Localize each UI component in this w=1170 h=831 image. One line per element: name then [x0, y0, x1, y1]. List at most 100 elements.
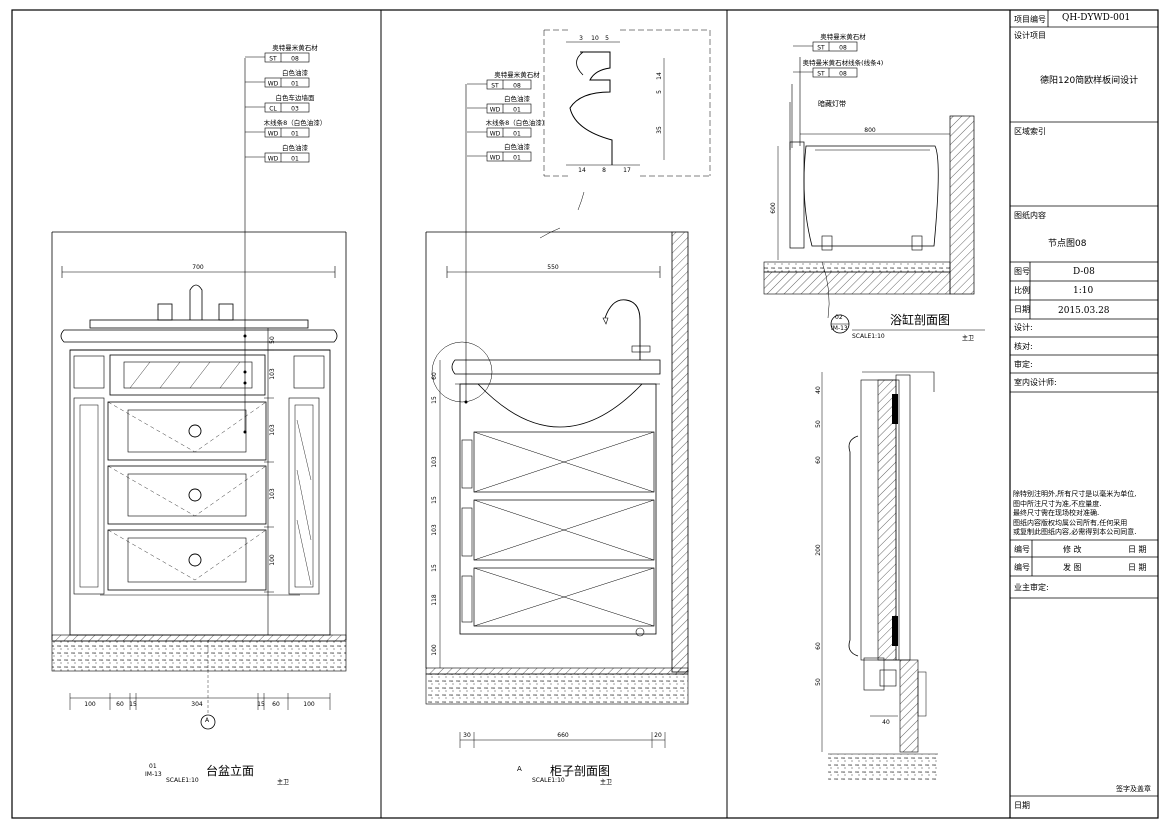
bathtub-section: [763, 57, 985, 780]
issue-no-label: 编号: [1014, 563, 1030, 572]
bathtub-label-1: 奥特曼米黄石材线条(线条4): [803, 58, 884, 67]
vanity-room: 主卫: [277, 779, 290, 786]
cabinet-bottom-dim-1: 660: [557, 732, 569, 739]
vanity-tag-box-4: [264, 152, 310, 163]
vanity-num-2: 03: [291, 106, 299, 113]
profile-bottom-dim-2: 17: [623, 167, 631, 174]
tub-height-dim-0: 600: [770, 202, 777, 214]
cabinet-scale: SCALE1:10: [532, 777, 565, 784]
cabinet-left-dim-2: 103: [431, 456, 438, 468]
vanity-bottom-dim-2: 15: [129, 701, 137, 708]
vanity-bottom-dim-1: 60: [116, 701, 124, 708]
vanity-tag-box-2: [264, 102, 310, 113]
owner-label: 业主审定:: [1014, 583, 1049, 592]
vanity-bottom-dim-3: 304: [191, 701, 203, 708]
cabinet-view-title: 柜子剖面图: [550, 764, 611, 778]
cabinet-left-dim-0: 60: [431, 372, 438, 380]
bathtub-code-1: ST: [817, 71, 825, 78]
drawing-no-label: 图号: [1014, 267, 1030, 276]
sheet-border: [11, 9, 1159, 819]
vanity-label-0: 奥特曼米黄石材: [272, 43, 318, 52]
vanity-elevation: [51, 58, 347, 730]
profile-top-dim-2: 5: [605, 35, 609, 42]
note-line-3: 图纸内容版权均属公司所有,任何采用: [1013, 518, 1128, 527]
vanity-label-3: 木线条8（白色油漆）: [264, 118, 327, 127]
vanity-tag-num: 01: [149, 763, 157, 770]
bathtub-tag-ref: IM-13: [831, 325, 848, 332]
issue-label: 发 图: [1063, 563, 1082, 572]
note-line-0: 除特别注明外,所有尺寸是以毫米为单位,: [1013, 490, 1137, 498]
detail-left-dim-2: 60: [815, 456, 822, 464]
approve-label: 审定:: [1014, 360, 1033, 369]
profile-right-dim-0: 14: [656, 72, 663, 80]
sign-label: 签字及盖章: [1116, 785, 1151, 793]
vanity-code-0: ST: [269, 56, 277, 63]
cabinet-code-3: WD: [490, 155, 501, 162]
cabinet-room: 主卫: [600, 779, 613, 786]
bathtub-room: 主卫: [962, 335, 975, 342]
vanity-bottom-dim-6: 100: [303, 701, 315, 708]
section-marker-label: A: [205, 717, 210, 724]
cabinet-left-dim-5: 15: [431, 564, 438, 572]
bathtub-tag-num: 02: [835, 314, 843, 321]
bathtub-num-1: 08: [839, 71, 847, 78]
cabinet-tag-box-0: [486, 79, 532, 90]
design-project-label: 设计项目: [1014, 31, 1046, 40]
vanity-num-4: 01: [291, 156, 299, 163]
issue-date-label: 日 期: [1128, 563, 1147, 572]
note-line-4: 或复制此图纸内容,必需得到本公司同意.: [1013, 528, 1137, 536]
drawing-content-label: 图纸内容: [1014, 211, 1046, 220]
detail-callout: [431, 341, 493, 403]
bathtub-tag-box-1: [812, 67, 858, 78]
vanity-bottom-dim-4: 15: [257, 701, 265, 708]
rev-no-label: 编号: [1014, 545, 1030, 554]
cabinet-code-0: ST: [491, 83, 499, 90]
cabinet-num-0: 08: [513, 83, 521, 90]
cabinet-section: [425, 29, 711, 748]
vanity-bottom-dim-0: 100: [84, 701, 96, 708]
vanity-tag-ref: IM-13: [145, 771, 162, 778]
detail-small-dim: 40: [882, 719, 890, 726]
cabinet-left-dim-7: 100: [431, 644, 438, 656]
vanity-code-3: WD: [268, 131, 279, 138]
cabinet-left-dim-4: 103: [431, 524, 438, 536]
bathtub-scale: SCALE1:10: [852, 333, 885, 340]
vanity-num-3: 01: [291, 131, 299, 138]
rev-label: 修 改: [1063, 545, 1082, 554]
cabinet-label-0: 奥特曼米黄石材: [494, 70, 540, 79]
vanity-scale: SCALE1:10: [166, 777, 199, 784]
bathtub-num-0: 08: [839, 45, 847, 52]
cabinet-left-dim-3: 15: [431, 496, 438, 504]
project-no-label: 项目编号: [1014, 15, 1046, 24]
vanity-label-4: 白色油漆: [282, 143, 309, 152]
scale-value: 1:10: [1073, 286, 1094, 296]
vanity-right-dim-0: 50: [269, 336, 276, 344]
cabinet-code-1: WD: [490, 107, 501, 114]
general-notes: 除特别注明外,所有尺寸是以毫米为单位,图中所注尺寸为准,不应量度.最终尺寸需在现…: [1013, 490, 1136, 538]
vanity-tag-box-3: [264, 127, 310, 138]
cabinet-tag-box-3: [486, 151, 532, 162]
cabinet-num-3: 01: [513, 155, 521, 162]
cabinet-top-dim: 550: [547, 264, 559, 271]
cabinet-label-2: 木线条8（白色油漆）: [486, 118, 549, 127]
cabinet-bottom-dim-0: 30: [463, 732, 471, 739]
detail-left-dim-5: 50: [815, 678, 822, 686]
cabinet-tag-box-2: [486, 127, 532, 138]
vanity-right-dim-2: 103: [269, 424, 276, 436]
vanity-bottom-dim-5: 60: [272, 701, 280, 708]
designer-label: 室内设计师:: [1014, 378, 1057, 387]
project-no: QH-DYWD-001: [1062, 13, 1131, 23]
vanity-label-2: 白色车边墙面: [276, 93, 316, 102]
cabinet-num-2: 01: [513, 131, 521, 138]
detail-left-dim-4: 60: [815, 642, 822, 650]
note-line-1: 图中所注尺寸为准,不应量度.: [1013, 499, 1102, 508]
design-label: 设计:: [1014, 323, 1033, 332]
vanity-code-2: CL: [269, 106, 277, 113]
detail-left-dim-3: 200: [815, 544, 822, 556]
bottom-date-label: 日期: [1014, 801, 1030, 810]
detail-left-dim-1: 50: [815, 420, 822, 428]
vanity-label-1: 白色油漆: [282, 68, 309, 77]
note-line-2: 最终尺寸需在现场校对准确.: [1013, 509, 1100, 517]
detail-left-dim-0: 40: [815, 386, 822, 394]
